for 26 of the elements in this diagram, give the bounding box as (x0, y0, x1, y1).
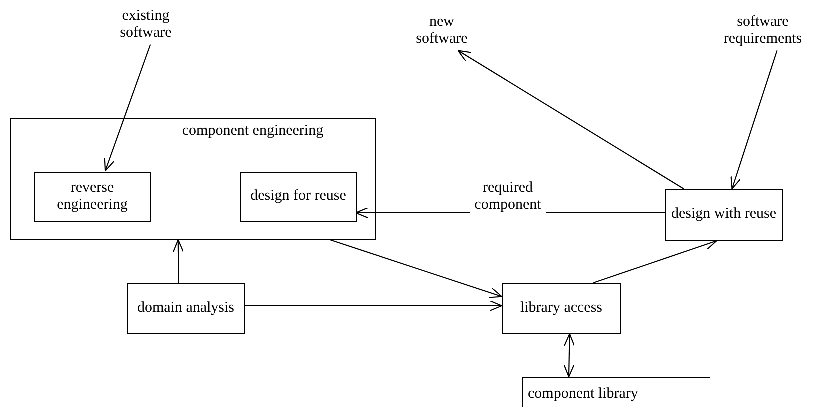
store-label: component library (528, 386, 638, 403)
edge-label: required component (470, 180, 546, 214)
data-store (522, 377, 710, 407)
process-box (34, 172, 151, 222)
process-box (127, 283, 245, 334)
flow-text: new software (405, 14, 479, 48)
process-box (240, 172, 357, 222)
group-heading: component engineering (181, 123, 325, 140)
arrow (172, 239, 184, 283)
box-label: design for reuse (250, 188, 348, 206)
group-box (10, 118, 376, 240)
arrow (593, 240, 718, 284)
box-label: domain analysis (136, 300, 236, 318)
arrow (730, 50, 778, 190)
box-label: library access (519, 300, 604, 318)
arrow (104, 44, 152, 172)
process-box (502, 283, 621, 334)
process-box (665, 189, 783, 241)
flow-text: software requirements (712, 14, 814, 48)
arrow (564, 333, 576, 378)
flow-text: existing software (100, 8, 192, 42)
arrow (458, 50, 684, 190)
arrow (245, 300, 503, 312)
arrow (330, 239, 503, 298)
box-label: reverse engineering (56, 180, 129, 214)
box-label: design with reuse (670, 206, 778, 224)
